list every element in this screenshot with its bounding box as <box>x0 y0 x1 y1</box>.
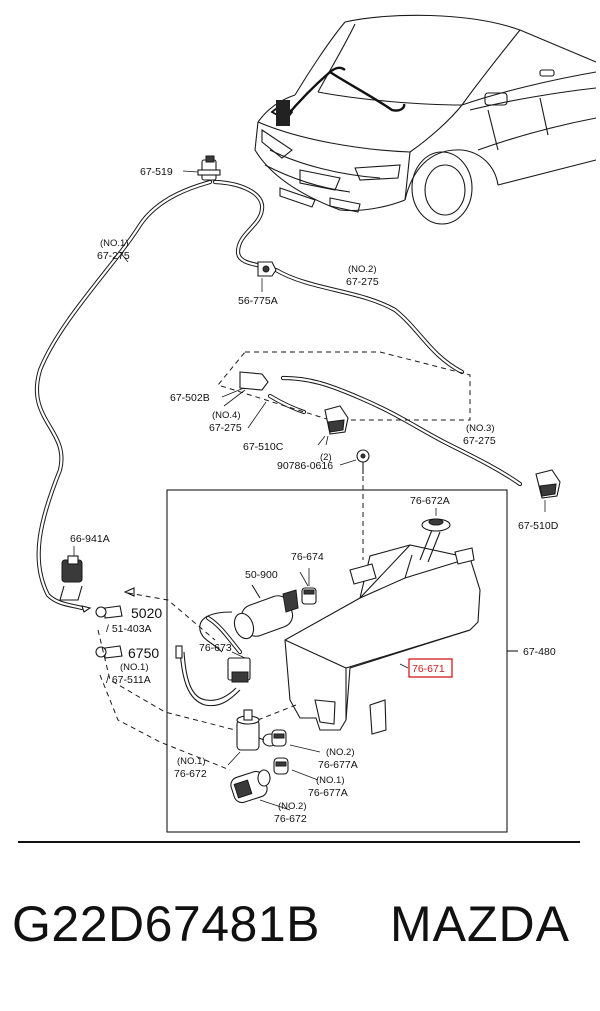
label-76-677a-a: 76-677A <box>318 759 358 771</box>
label-76-677a-b: 76-677A <box>308 787 348 799</box>
bolt-5020 <box>95 605 123 619</box>
label-no2-c: (NO.2) <box>278 801 307 812</box>
washer-motor-50-900 <box>233 584 299 640</box>
grommet-67-519 <box>197 155 221 181</box>
label-no1-a: (NO.1) <box>100 238 129 249</box>
label-no1-b: (NO.1) <box>120 662 149 673</box>
label-76-672a: 76-672A <box>410 495 450 507</box>
washer-system-diagram: 67-519 (NO.1) 67-275 56-775A (NO.2) 67-2… <box>18 14 597 843</box>
subassembly-outline <box>217 351 471 421</box>
grommet-76-674 <box>301 568 317 605</box>
label-67-511a: / 67-511A <box>106 674 151 686</box>
label-51-403a: / 51-403A <box>106 623 152 635</box>
label-76-674: 76-674 <box>291 551 324 563</box>
harness-76-673 <box>175 611 251 707</box>
pump-76-672-no2 <box>230 769 271 804</box>
label-76-673: 76-673 <box>199 642 232 654</box>
label-no1-d: (NO.1) <box>316 775 345 786</box>
label-6750: 6750 <box>128 645 159 661</box>
label-67-275-b: 67-275 <box>346 276 379 288</box>
label-90786-0616: 90786-0616 <box>277 460 333 472</box>
leader-dashed-3 <box>99 674 231 771</box>
label-50-900: 50-900 <box>245 569 278 581</box>
clip-66-941a <box>59 546 83 601</box>
bolt-6750 <box>95 645 123 659</box>
label-5020: 5020 <box>131 605 162 621</box>
grommet-76-677a-no2 <box>271 729 287 747</box>
part-number: G22D67481B <box>12 896 321 952</box>
brand-name: MAZDA <box>390 896 570 952</box>
label-66-941a: 66-941A <box>70 533 110 545</box>
cap-76-672a <box>421 508 451 532</box>
label-67-275-a: 67-275 <box>97 250 130 262</box>
nozzle-67-510d <box>535 469 561 512</box>
joint-67-502b <box>221 371 269 398</box>
label-67-275-c: 67-275 <box>209 422 242 434</box>
leader-dashed-1 <box>127 592 216 641</box>
label-76-672-b: 76-672 <box>274 813 307 825</box>
washer-tank-76-671 <box>244 529 481 735</box>
label-67-275-d: 67-275 <box>463 435 496 447</box>
label-67-480: 67-480 <box>523 646 556 658</box>
grommet-76-677a-no1 <box>273 757 289 775</box>
clip-90786-0616 <box>356 449 370 560</box>
label-67-519: 67-519 <box>140 166 173 178</box>
label-no2-b: (NO.2) <box>326 747 355 758</box>
label-no1-c: (NO.1) <box>177 756 206 767</box>
label-no4: (NO.4) <box>212 410 241 421</box>
joint-56-775a <box>257 261 277 292</box>
leader-dashed-2 <box>97 629 236 731</box>
label-67-502b: 67-502B <box>170 392 210 404</box>
tank-assembly-box <box>166 489 508 833</box>
caption: G22D67481B MAZDA <box>0 895 600 975</box>
car-illustration <box>254 14 597 225</box>
label-67-510c: 67-510C <box>243 441 284 453</box>
label-56-775a: 56-775A <box>238 295 278 307</box>
label-no2-a: (NO.2) <box>348 264 377 275</box>
highlight-box <box>408 658 453 678</box>
pump-76-672-no1 <box>236 709 278 751</box>
nozzle-67-510c <box>317 405 349 446</box>
label-76-671: 76-671 <box>412 663 445 675</box>
label-no3: (NO.3) <box>466 423 495 434</box>
label-76-672-a: 76-672 <box>174 768 207 780</box>
label-67-510d: 67-510D <box>518 520 559 532</box>
label-qty-2: (2) <box>320 452 332 463</box>
